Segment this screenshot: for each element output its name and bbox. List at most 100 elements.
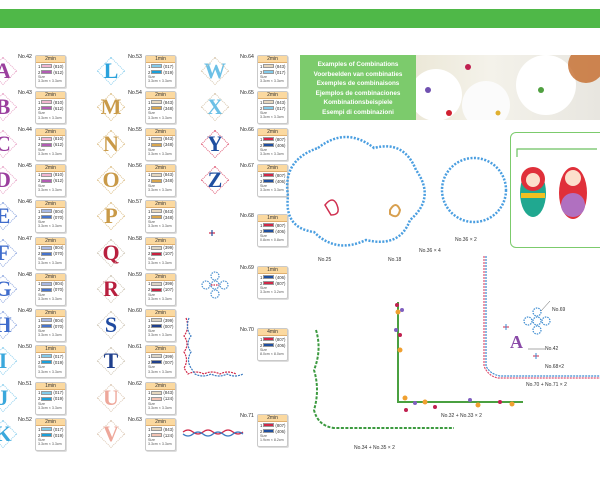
thread-2: 2(406): [260, 228, 286, 234]
thread-swatch: [151, 215, 163, 220]
size-label: Size: [260, 75, 267, 79]
size-label: Size: [38, 438, 45, 442]
monogram-letter-x: X: [200, 92, 230, 122]
thread-2: 2(107): [148, 251, 174, 256]
design-info-card: 2min 1(399) 2(107) Size 3.3cm × 3.3cm: [145, 272, 176, 306]
size-label: Size: [260, 286, 267, 290]
design-number: No.71: [240, 413, 254, 419]
design-number: No.51: [18, 380, 32, 387]
thread-swatch: [263, 423, 275, 427]
thread-swatch: [151, 360, 163, 365]
size-label: Size: [38, 256, 45, 261]
stitch-time: 2min: [36, 164, 65, 172]
design-number: No.63: [128, 417, 142, 423]
thread-code: 612: [54, 142, 62, 148]
monogram-letter-l: L: [96, 56, 126, 86]
design-number: No.62: [128, 380, 142, 387]
monogram-letter-u: U: [96, 383, 126, 413]
design-entry: No.70 4min 1(807) 2(406) Size 8.0cm × 8.…: [240, 327, 350, 361]
thread-1: 1(843): [148, 172, 174, 178]
cross-design-69: [201, 271, 229, 299]
design-entry: No.55 2min 1(843) 2(348) Size 3.3cm × 3.…: [128, 127, 238, 161]
stitch-time: 2min: [146, 201, 175, 209]
design-entry: No.52 2min 1(017) 2(019) Size 3.3cm × 3.…: [18, 417, 128, 451]
size-value: 3.3cm × 3.3cm: [148, 442, 172, 447]
heading-fr: Exemples de combinaisons: [316, 80, 400, 88]
size-value: 3.3cm × 3.3cm: [148, 79, 172, 84]
design-entry: No.48 2min 1(804) 2(070) Size 3.3cm × 3.…: [18, 272, 128, 306]
thread-code: 810: [54, 136, 62, 142]
thread-2: 2(348): [148, 214, 174, 220]
design-info-card: 2min 1(810) 2(612) Size 3.3cm × 3.3cm: [35, 163, 66, 197]
label-no68x2: No.68×2: [545, 364, 565, 370]
design-info-card: 2min 1(399) 2(007) Size 3.3cm × 3.3cm: [145, 309, 176, 343]
size-value: 3.3cm × 3.3cm: [260, 188, 284, 193]
stitch-time: 2min: [36, 128, 65, 136]
size-label: Size: [38, 365, 45, 370]
design-number: No.69: [240, 265, 254, 271]
thread-swatch: [151, 281, 163, 286]
thread-code: 017: [276, 69, 284, 75]
thread-1: 1(807): [260, 422, 286, 428]
design-info-card: 2min 1(843) 2(348) Size 3.3cm × 3.3cm: [145, 127, 176, 161]
heading-nl: Voorbeelden van combinaties: [313, 70, 403, 78]
design-info-card: 1min 1(017) 2(019) Size 3.3cm × 3.3cm: [35, 345, 66, 379]
stitch-time: 2min: [36, 56, 65, 63]
small-cross-combo: [503, 324, 539, 359]
thread-swatch: [41, 354, 53, 359]
thread-code: 843: [164, 172, 172, 178]
size-value: 3.3cm × 3.3cm: [38, 297, 62, 302]
design-info-card: 1min 1(406) 2(807) Size 3.3cm × 3.2cm: [257, 266, 288, 299]
design-number: No.49: [18, 308, 32, 315]
thread-1: 1(807): [260, 136, 286, 142]
thread-swatch: [263, 343, 275, 347]
thread-swatch: [41, 245, 53, 250]
thread-code: 804: [54, 317, 62, 323]
thread-code: 070: [54, 287, 62, 293]
stitch-time: 2min: [36, 419, 65, 426]
design-number: No.64: [240, 54, 254, 60]
thread-code: 070: [54, 214, 62, 220]
thread-code: 406: [276, 342, 284, 348]
size-label: Size: [148, 365, 155, 370]
thread-code: 070: [54, 323, 62, 329]
size-label: Size: [38, 220, 45, 225]
design-number: No.55: [128, 126, 142, 133]
size-value: 3.3cm × 3.3cm: [148, 333, 172, 338]
design-info-card: 2min 1(810) 2(612) Size 3.3cm × 3.3cm: [35, 91, 66, 125]
monogram-letter-t: T: [96, 346, 126, 376]
thread-swatch: [263, 223, 275, 227]
design-info-card: 2min 1(399) 2(007) Size 3.3cm × 3.3cm: [145, 345, 176, 379]
size-value: 3.3cm × 3.3cm: [38, 151, 62, 156]
design-entry: No.59 2min 1(399) 2(107) Size 3.3cm × 3.…: [128, 272, 238, 306]
thread-code: 807: [276, 222, 284, 228]
thread-2: 2(017): [260, 105, 286, 111]
design-entry: No.53 1min 1(017) 2(019) Size 3.3cm × 3.…: [128, 54, 238, 88]
size-value: 3.3cm × 3.3cm: [38, 442, 62, 447]
thread-code: 843: [276, 63, 284, 69]
thread-code: 843: [164, 208, 172, 214]
thread-2: 2(348): [148, 105, 174, 111]
thread-swatch: [41, 178, 53, 183]
stitch-time: 1min: [258, 215, 287, 222]
thread-code: 019: [54, 359, 62, 365]
size-label: Size: [260, 234, 267, 238]
label-no32-33: No.32 + No.33 × 2: [441, 413, 482, 419]
design-entry: No.51 1min 1(017) 2(019) Size 3.3cm × 3.…: [18, 381, 128, 415]
monogram-letter-j: J: [0, 383, 18, 413]
design-info-card: 1min 1(017) 2(019) Size 3.3cm × 3.3cm: [145, 55, 176, 88]
thread-swatch: [263, 229, 275, 233]
thread-2: 2(070): [38, 287, 64, 293]
stitch-time: 2min: [36, 237, 65, 245]
thread-code: 124: [164, 432, 172, 438]
design-info-card: 2min 1(804) 2(070) Size 3.3cm × 3.3cm: [35, 236, 66, 270]
thread-code: 007: [164, 323, 172, 329]
design-entry: No.49 2min 1(804) 2(070) Size 3.3cm × 3.…: [18, 308, 128, 343]
size-value: 3.3cm × 3.3cm: [148, 260, 172, 265]
thread-1: 1(810): [38, 99, 64, 105]
design-entry: No.66 2min 1(807) 2(406) Size 3.3cm × 3.…: [240, 127, 350, 161]
letter-a-combo: A: [510, 332, 523, 352]
stitch-time: 2min: [258, 92, 287, 99]
thread-code: 843: [164, 426, 172, 432]
size-label: Size: [260, 184, 267, 188]
